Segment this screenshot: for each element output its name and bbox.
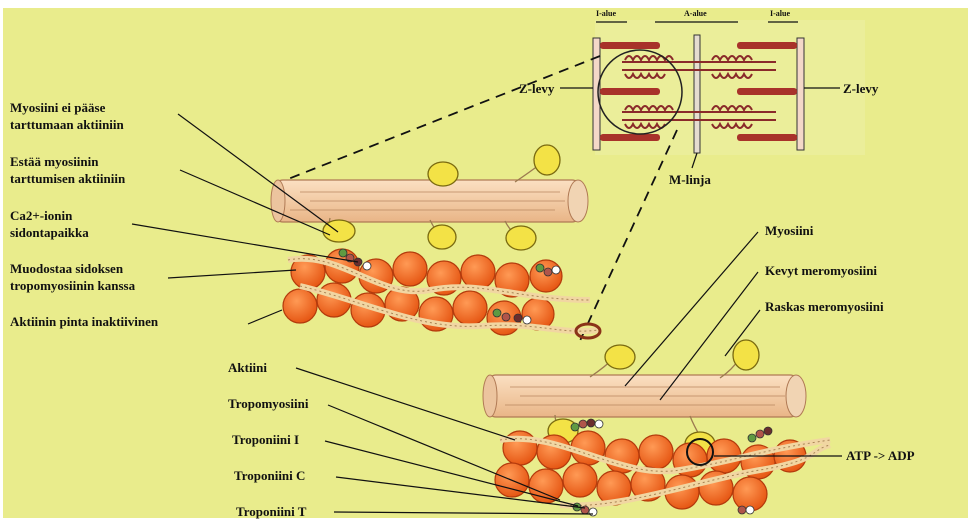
label-forms-bond-1: Muodostaa sidoksen <box>10 261 124 276</box>
label-prevents-binding-1: Estää myosiinin <box>10 154 99 169</box>
z-disc-right-label: Z-levy <box>843 81 879 96</box>
label-myosin-cannot-bind-2: tarttumaan aktiiniin <box>10 117 125 132</box>
label-troponin-i: Troponiini I <box>232 432 299 447</box>
sarcomere-diagram: I-alue A-alue I-alue <box>560 9 865 168</box>
label-myosin-cannot-bind-1: Myosiini ei pääse <box>10 100 106 115</box>
z-disc-right <box>797 38 804 150</box>
a-band-label: A-alue <box>684 9 707 18</box>
label-actin-surface-inactive: Aktiinin pinta inaktiivinen <box>10 314 159 329</box>
label-forms-bond-2: tropomyosiinin kanssa <box>10 278 136 293</box>
z-disc-left-label: Z-levy <box>519 81 555 96</box>
i-band-left-label: I-alue <box>596 9 616 18</box>
label-heavy-meromyosin: Raskas meromyosiini <box>765 299 884 314</box>
label-tropomyosin: Tropomyosiini <box>228 396 309 411</box>
label-troponin-t: Troponiini T <box>236 504 307 519</box>
label-light-meromyosin: Kevyt meromyosiini <box>765 263 877 278</box>
label-atp-adp: ATP -> ADP <box>846 448 915 463</box>
label-calcium-site-1: Ca2+-ionin <box>10 208 73 223</box>
label-troponin-c: Troponiini C <box>234 468 305 483</box>
m-line-label: M-linja <box>669 172 711 187</box>
label-actin: Aktiini <box>228 360 267 375</box>
z-disc-left <box>593 38 600 150</box>
label-myosin: Myosiini <box>765 223 814 238</box>
label-prevents-binding-2: tarttumisen aktiiniin <box>10 171 126 186</box>
m-line <box>694 35 700 153</box>
i-band-right-label: I-alue <box>770 9 790 18</box>
label-calcium-site-2: sidontapaikka <box>10 225 89 240</box>
